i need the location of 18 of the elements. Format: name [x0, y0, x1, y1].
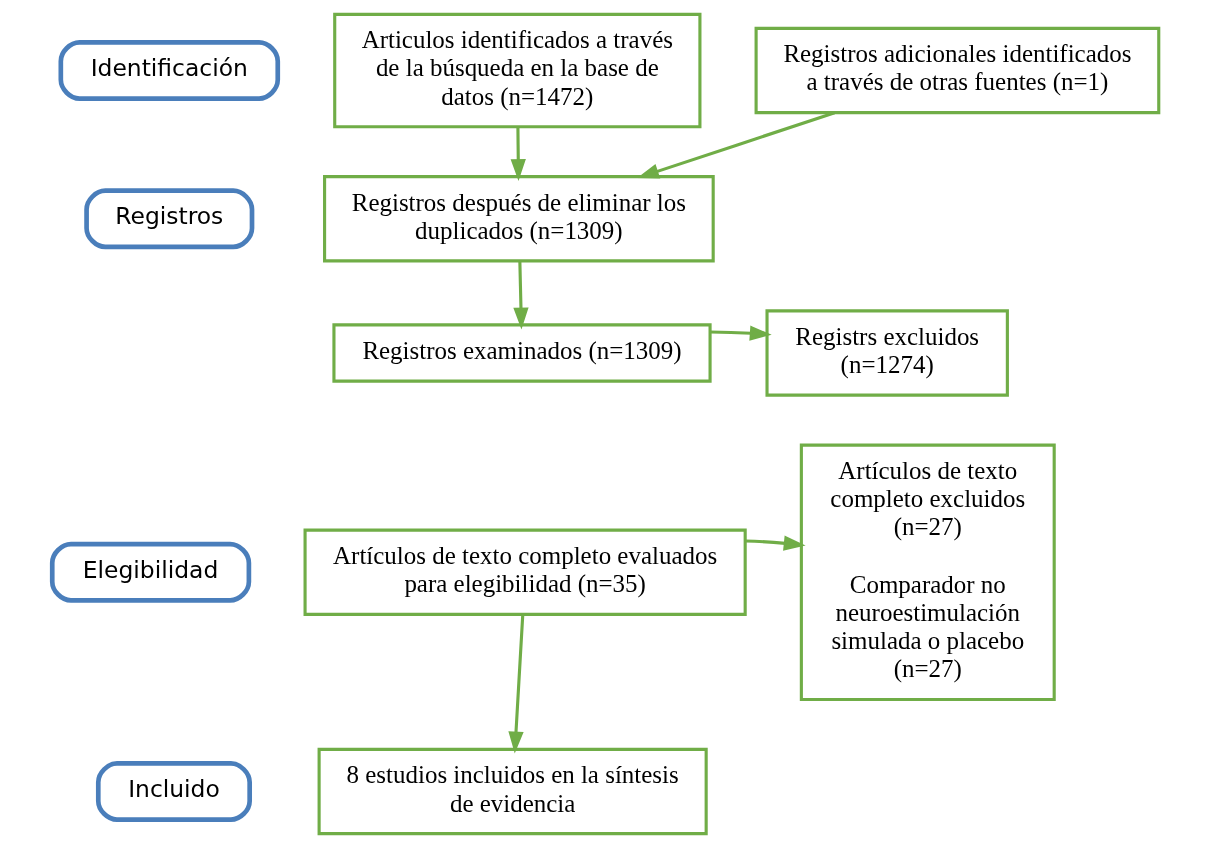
node-box: Registros — [83, 188, 254, 250]
arrow — [512, 261, 529, 330]
node-box: Registros examinados (n=1309) — [331, 323, 712, 383]
arrow — [510, 126, 526, 181]
node-box: Elegibilidad — [49, 541, 251, 603]
node-box: Incluido — [95, 761, 252, 822]
node-box: Registrs excluidos (n=1274) — [764, 309, 1009, 397]
node-box: Artículos de texto completo excluidos (n=27) Comparador no neuroestimulación simulada o placebo (n=27) — [799, 443, 1056, 701]
arrow — [744, 535, 806, 551]
node-box: 8 estudios incluidos en la síntesis de evidencia — [317, 747, 708, 836]
node-box: Registros después de eliminar los duplicados (n=1309) — [322, 175, 715, 263]
node-box: Identificación — [58, 40, 280, 101]
arrow — [709, 325, 772, 341]
node-box: Registros adicionales identificados a través de otras fuentes (n=1) — [754, 26, 1160, 115]
node-box: Articulos identificados a través de la búsqueda en la base de datos (n=1472) — [332, 12, 701, 129]
node-box: Artículos de texto completo evaluados para elegibilidad (n=35) — [303, 528, 747, 616]
arrow — [507, 614, 524, 754]
arrow — [636, 111, 835, 179]
